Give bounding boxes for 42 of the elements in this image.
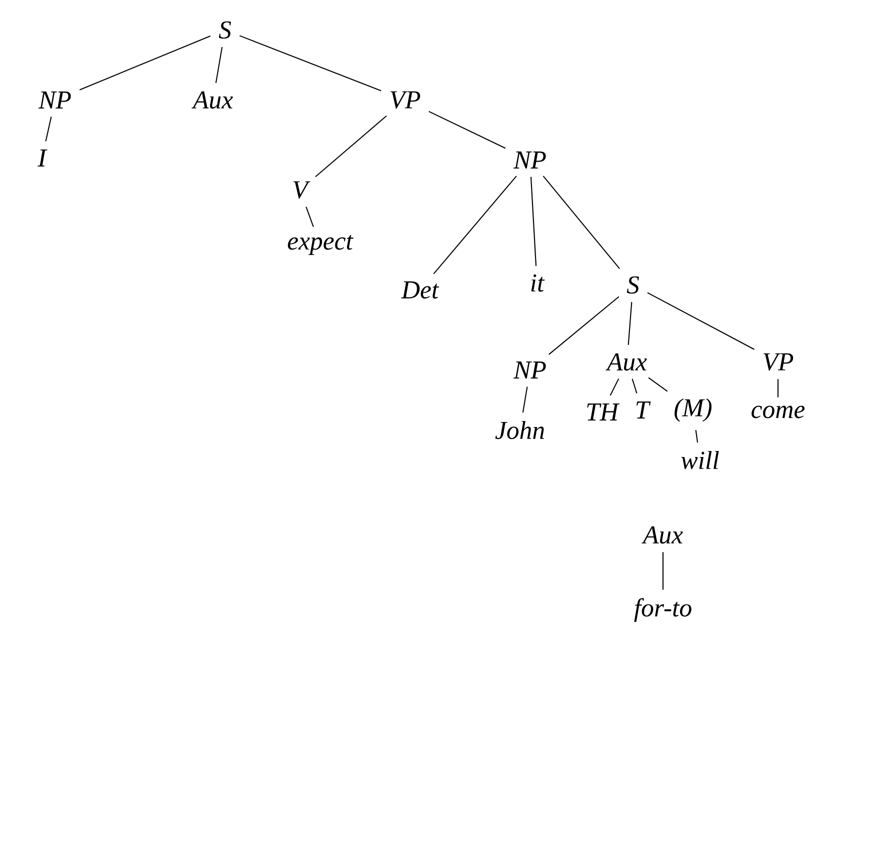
- tree-branch: [647, 292, 754, 350]
- tree-label: John: [495, 420, 544, 440]
- tree-branch: [777, 379, 779, 398]
- tree-branch: [45, 116, 52, 142]
- tree-branch: [632, 378, 638, 394]
- tree-branch: [79, 36, 211, 90]
- tree-branch: [315, 115, 387, 178]
- tree-branch: [522, 386, 528, 413]
- tree-branch: [648, 377, 668, 392]
- tree-label: T: [636, 402, 651, 418]
- tree-label: VP: [764, 353, 794, 371]
- tree-label: it: [531, 274, 545, 292]
- tree-branch: [306, 206, 314, 227]
- tree-label: TH: [587, 404, 620, 420]
- tree-branch: [433, 176, 517, 274]
- tree-branch: [542, 176, 620, 270]
- tree-label: NP: [38, 92, 71, 108]
- tree-label: VP: [390, 91, 420, 109]
- tree-label: S: [626, 276, 640, 294]
- tree-label: NP: [513, 362, 546, 378]
- tree-label: Aux: [606, 353, 647, 371]
- tree-label: Det: [401, 281, 440, 299]
- tree-branch: [548, 296, 620, 355]
- tree-label: for-to: [634, 598, 692, 622]
- tree-branch: [662, 552, 664, 590]
- tree-branch: [428, 110, 506, 149]
- tree-branch: [215, 46, 223, 84]
- tree-label: I: [38, 150, 48, 166]
- tree-label: V: [293, 181, 310, 199]
- tree-label: expect: [288, 235, 354, 256]
- tree-branch: [695, 430, 698, 443]
- tree-label: S: [218, 21, 232, 39]
- tree-branch: [628, 302, 632, 345]
- tree-label: Aux: [642, 526, 683, 544]
- tree-label: will: [681, 450, 719, 470]
- tree-label: (M): [674, 398, 712, 422]
- tree-label: come: [752, 406, 805, 418]
- tree-branch: [610, 378, 620, 396]
- tree-branch: [239, 35, 382, 92]
- tree-branch: [530, 176, 537, 266]
- tree-label: Aux: [192, 91, 233, 109]
- tree-label: NP: [513, 152, 546, 168]
